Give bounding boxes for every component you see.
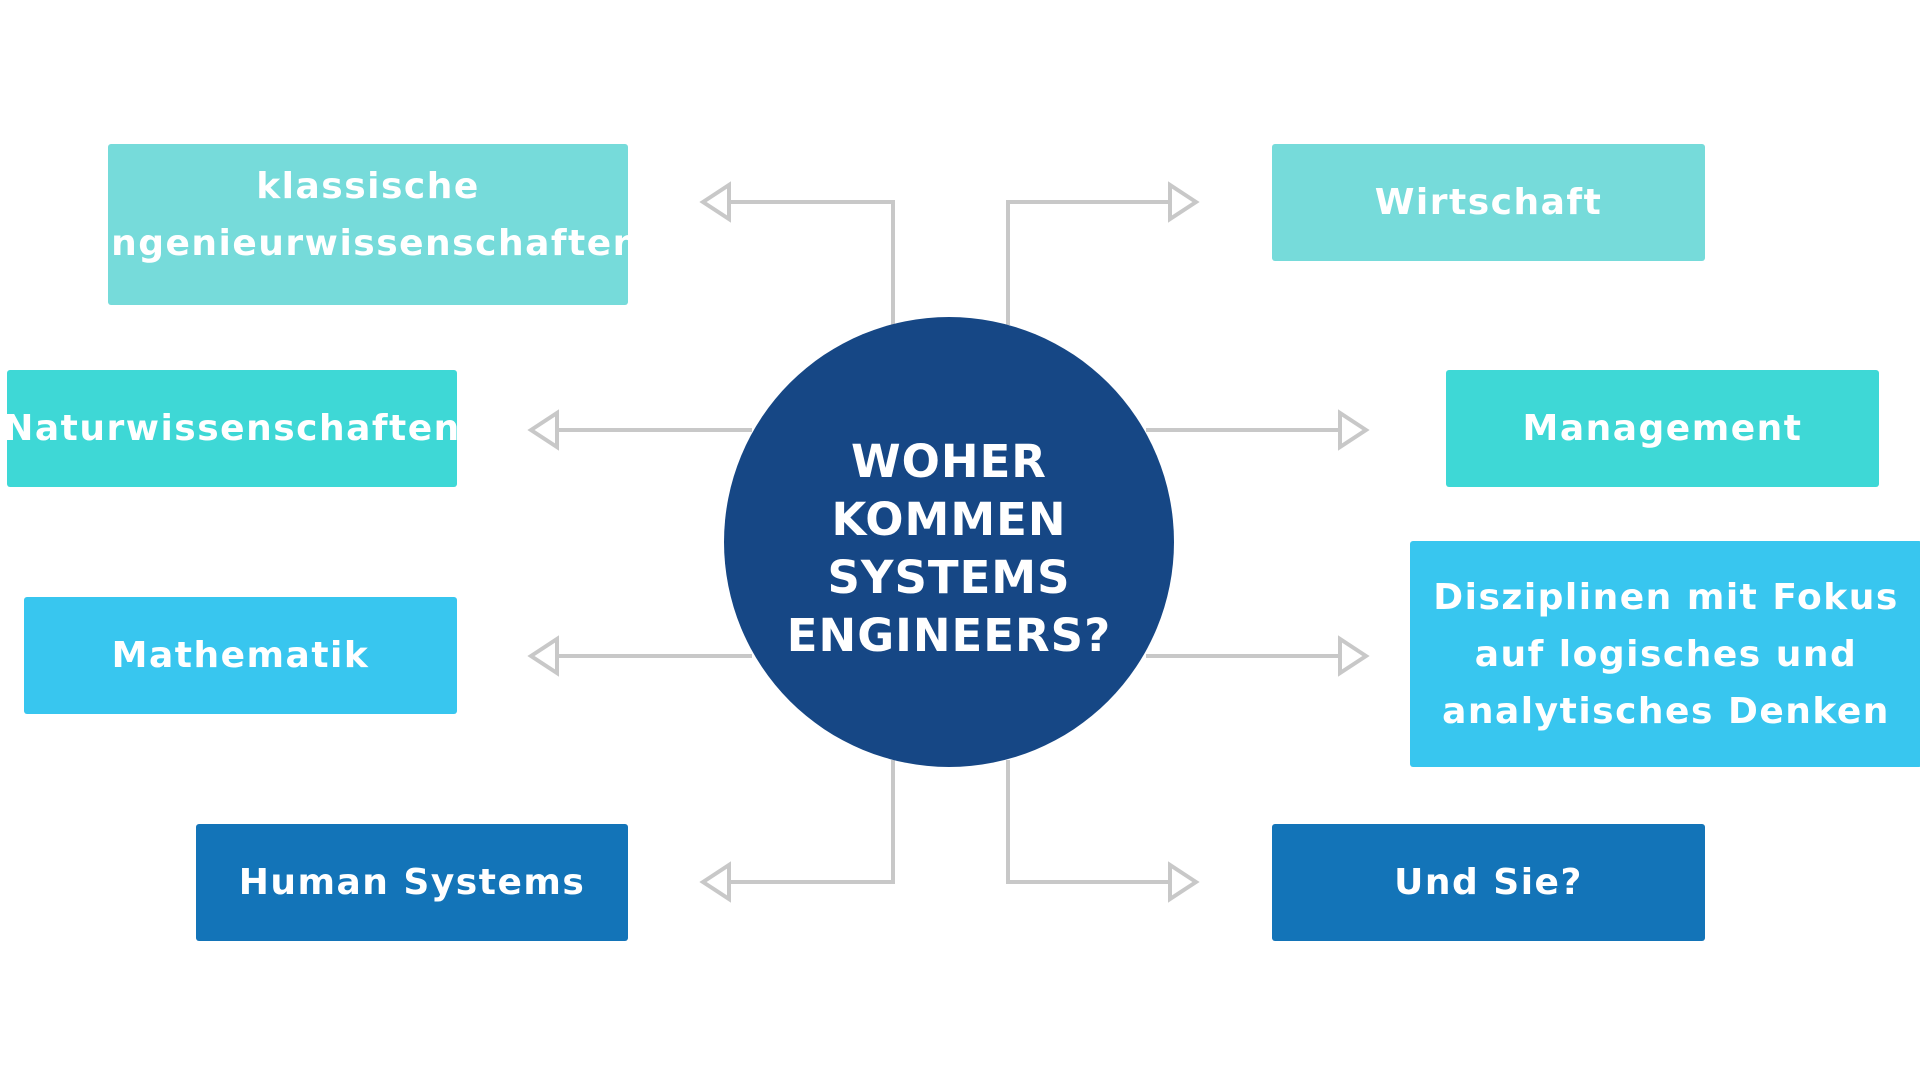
center-question: WOHER KOMMEN SYSTEMS ENGINEERS? (786, 435, 1112, 662)
arrowhead-klassische (699, 181, 731, 223)
box-klassische-ingenieurwissenschaften: klassische Ingenieurwissenschaften (96, 144, 638, 305)
arrowhead-natur (527, 409, 559, 451)
connector-human (718, 760, 895, 884)
connector-undsie (1006, 760, 1180, 884)
box-wirtschaft: Wirtschaft (1272, 144, 1705, 261)
arrowhead-mathe (527, 635, 559, 677)
center-circle: WOHER KOMMEN SYSTEMS ENGINEERS? (724, 317, 1174, 767)
box-disziplinen: Disziplinen mit Fokus auf logisches und … (1410, 541, 1920, 767)
arrowhead-disziplinen (1338, 635, 1370, 677)
arrowhead-management (1338, 409, 1370, 451)
connector-wirtschaft (1006, 200, 1180, 325)
arrowhead-undsie (1168, 861, 1200, 903)
box-mathematik: Mathematik (24, 597, 457, 714)
arrowhead-human (699, 861, 731, 903)
box-und-sie: Und Sie? (1272, 824, 1705, 941)
box-management: Management (1446, 370, 1879, 487)
box-human-systems: Human Systems (196, 824, 628, 941)
box-naturwissenschaften: Naturwissenschaften (3, 370, 459, 487)
arrowhead-wirtschaft (1168, 181, 1200, 223)
connector-klassische (718, 200, 895, 325)
